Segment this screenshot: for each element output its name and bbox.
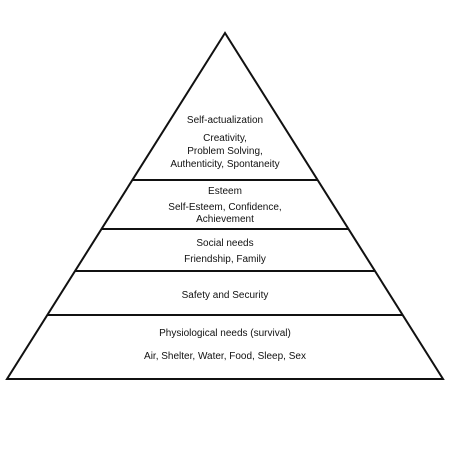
level-safety-title: Safety and Security [182, 290, 269, 301]
level-self-actualization-detail: Creativity, [203, 133, 247, 144]
level-self-actualization-title: Self-actualization [187, 115, 263, 126]
level-physiological-title: Physiological needs (survival) [159, 328, 291, 339]
level-esteem-title: Esteem [208, 186, 242, 197]
level-physiological-detail: Air, Shelter, Water, Food, Sleep, Sex [144, 351, 306, 362]
level-self-actualization-detail: Problem Solving, [187, 146, 263, 157]
level-esteem-detail: Achievement [196, 214, 254, 225]
level-self-actualization-detail: Authenticity, Spontaneity [170, 159, 279, 170]
level-social-title: Social needs [196, 238, 253, 249]
pyramid-outline [5, 31, 445, 380]
level-esteem-detail: Self-Esteem, Confidence, [168, 202, 281, 213]
level-social-detail: Friendship, Family [184, 254, 266, 265]
